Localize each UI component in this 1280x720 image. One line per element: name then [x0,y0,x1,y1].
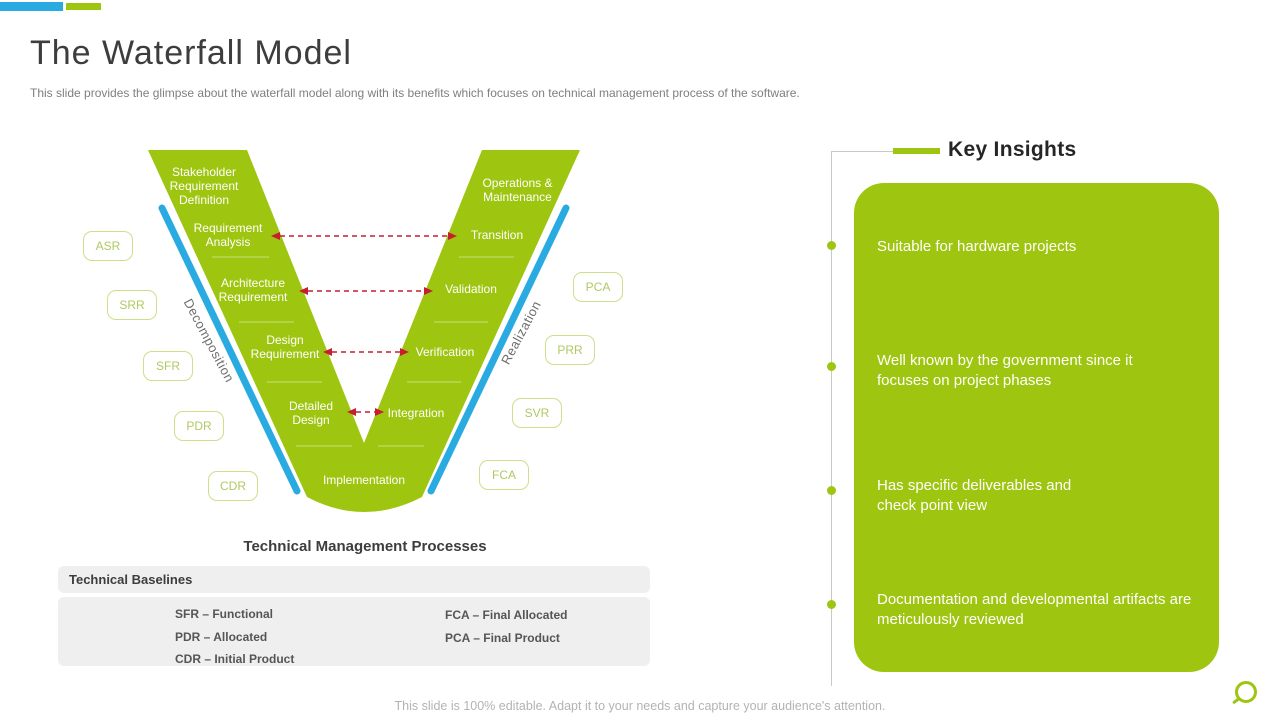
review-box-srr: SRR [107,290,157,320]
stage-stakeholder-requirement-definition: Stakeholder Requirement Definition [169,165,239,207]
key-insights-connector-horizontal [831,151,893,152]
key-insights-bullet-3 [827,486,836,495]
footer-note: This slide is 100% editable. Adapt it to… [394,699,886,713]
baseline-pca: PCA – Final Product [445,630,560,645]
logo-ring-icon [1235,681,1257,703]
baselines-left-column: SFR – Functional PDR – Allocated CDR – I… [175,603,294,671]
review-box-prr: PRR [545,335,595,365]
stage-verification: Verification [415,345,475,359]
key-insight-item-1: Suitable for hardware projects [877,238,1077,255]
stage-requirement-analysis: Requirement Analysis [193,221,263,249]
stage-design-requirement: Design Requirement [250,333,320,361]
key-insight-item-2: Well known by the government since it fo… [877,352,1133,389]
baseline-cdr: CDR – Initial Product [175,652,295,666]
review-box-cdr: CDR [208,471,258,501]
review-box-asr: ASR [83,231,133,261]
technical-baselines-panel: Technical Baselines SFR – Functional PDR… [58,566,650,666]
baseline-fca: FCA – Final Allocated [445,608,568,622]
key-insights-bullet-4 [827,600,836,609]
key-insights-connector-vertical [831,151,832,686]
review-box-pdr: PDR [174,411,224,441]
stage-validation: Validation [445,282,497,296]
stage-detailed-design: Detailed Design [288,399,334,427]
baseline-pdr: PDR – Allocated [175,629,268,644]
diagram-caption: Technical Management Processes [243,538,487,555]
technical-baselines-body: SFR – Functional PDR – Allocated CDR – I… [58,597,650,666]
key-insights-accent-bar [893,148,940,154]
stage-integration: Integration [387,406,445,420]
key-insight-item-3: Has specific deliverables and check poin… [877,477,1072,514]
review-box-pca: PCA [573,272,623,302]
key-insights-bullet-1 [827,241,836,250]
page-title: The Waterfall Model [30,34,352,72]
realization-label: Realization [497,298,545,367]
review-box-svr: SVR [512,398,562,428]
traceability-arrows [271,232,457,416]
key-insight-item-4: Documentation and developmental artifact… [877,591,1192,628]
review-box-fca: FCA [479,460,529,490]
stage-implementation: Implementation [322,473,406,487]
baselines-right-column: FCA – Final Allocated PCA – Final Produc… [445,604,567,649]
key-insights-panel [854,183,1219,672]
stage-transition: Transition [470,228,524,242]
review-box-sfr: SFR [143,351,193,381]
stage-operations-maintenance: Operations & Maintenance [482,176,553,204]
key-insights-title: Key Insights [948,138,1077,161]
accent-bar-green [66,3,101,10]
key-insights-bullet-2 [827,362,836,371]
page-subtitle: This slide provides the glimpse about th… [30,86,800,100]
baseline-sfr: SFR – Functional [175,607,274,621]
technical-baselines-header: Technical Baselines [58,566,650,593]
accent-bar-blue [0,2,63,11]
stage-architecture-requirement: Architecture Requirement [218,276,288,304]
